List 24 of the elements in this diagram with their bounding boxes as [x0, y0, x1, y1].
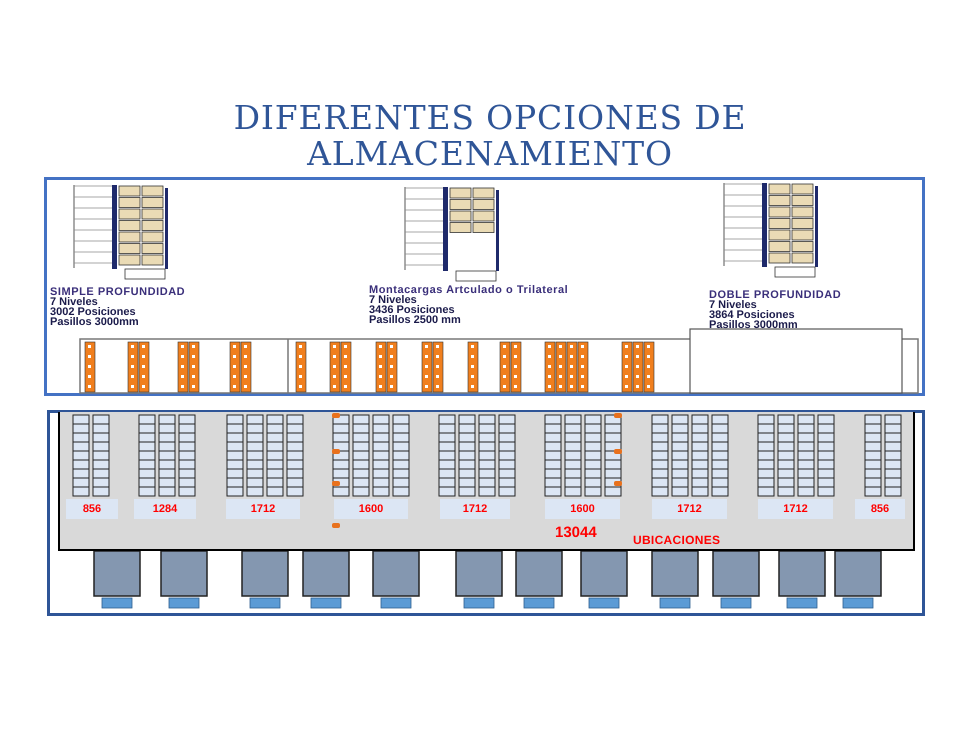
count-plate: 1712	[652, 499, 727, 519]
caption-text: 7 Niveles	[50, 297, 98, 307]
caption-text: UBICACIONES	[633, 532, 720, 549]
caption-text: Pasillos 2500 mm	[369, 315, 462, 325]
count-plate: 1712	[758, 499, 833, 519]
total-number: 13044	[555, 523, 597, 543]
count-plate: 1600	[545, 499, 620, 519]
caption-text: 3002 Posiciones	[50, 307, 136, 317]
caption-text: 3864 Posiciones	[709, 310, 795, 320]
caption-text: 3436 Posiciones	[369, 305, 456, 315]
caption-text: Montacargas Artculado o Trilateral	[369, 285, 568, 295]
caption-text: Pasillos 3000mm	[50, 317, 140, 327]
count-plate: 856	[855, 499, 905, 519]
caption-text: SIMPLE PROFUNDIDAD	[50, 287, 186, 297]
caption-text: 7 Niveles	[709, 300, 757, 310]
count-plate: 1712	[440, 499, 510, 519]
caption-text: DOBLE PROFUNDIDAD	[709, 290, 842, 300]
count-plate: 1284	[134, 499, 196, 519]
title: DIFERENTES OPCIONES DE ALMACENAMIENTO	[232, 100, 748, 172]
count-plate: 856	[66, 499, 118, 519]
count-plate: 1600	[334, 499, 408, 519]
caption-text: Pasillos 3000mm	[709, 320, 799, 330]
count-plate: 1712	[226, 499, 300, 519]
caption-text: 7 Niveles	[369, 295, 417, 305]
